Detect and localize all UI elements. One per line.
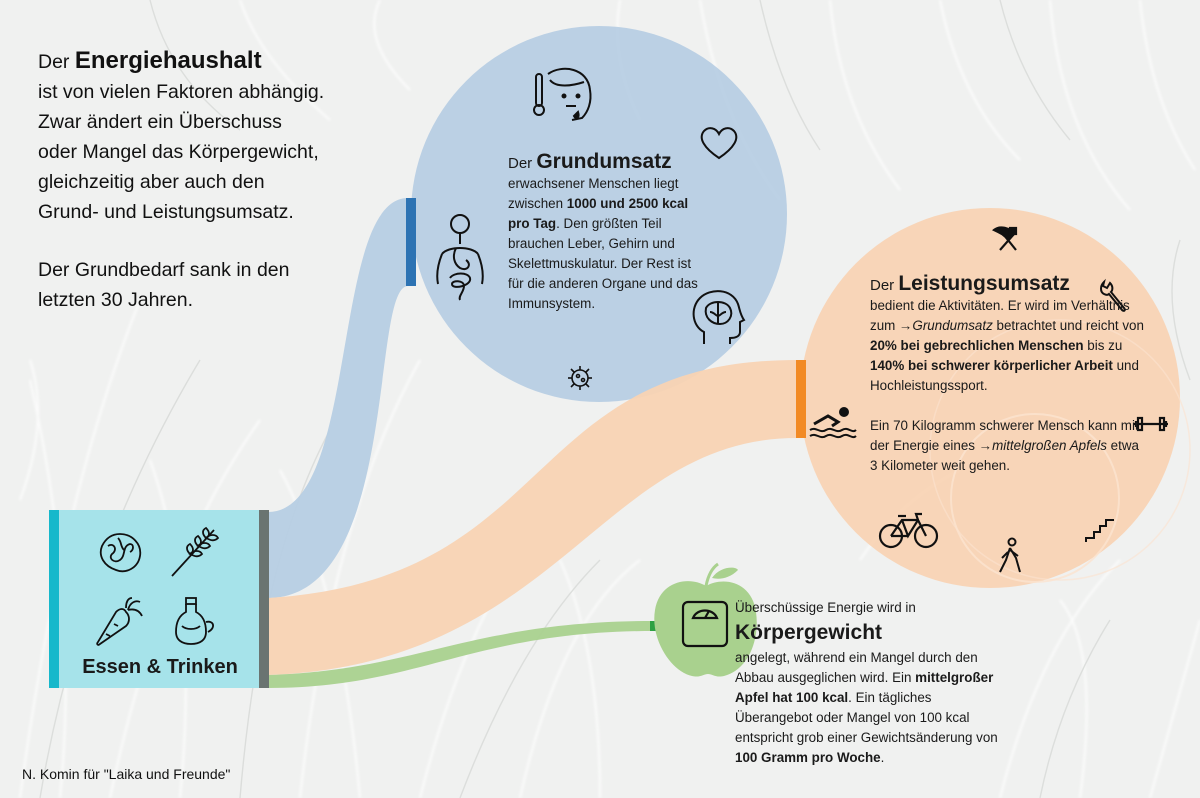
- leistungsumsatz-bar: [796, 360, 806, 438]
- koerpergewicht-text: Überschüssige Energie wird in Körpergewi…: [735, 598, 1005, 768]
- body-text: angelegt, während ein Mangel durch den A…: [735, 650, 978, 685]
- scale-icon: [681, 600, 729, 648]
- intro-line: Der Grundbedarf sank in den: [38, 259, 290, 281]
- body-bold: 1000 und 2500 kcal pro Tag: [508, 196, 689, 231]
- stairs-icon: [1085, 519, 1114, 542]
- flow-to-leistungsumsatz: [268, 360, 797, 675]
- body-text: Ein 70 Kilogramm schwerer Mensch kann mi…: [870, 418, 1139, 453]
- body-bold: 140% bei schwerer körperlicher Arbeit: [870, 358, 1113, 373]
- wheat-icon: [171, 526, 220, 577]
- leistungsumsatz-text: Der Leistungsumsatz bedient die Aktivitä…: [870, 272, 1150, 476]
- swimmer-icon: [809, 407, 857, 439]
- koerpergewicht-body: angelegt, während ein Mangel durch den A…: [735, 648, 1005, 768]
- grundumsatz-bar: [406, 198, 416, 286]
- grundumsatz-title: Grundumsatz: [536, 150, 672, 173]
- body-text: bis zu: [1083, 338, 1123, 353]
- intro-text: Der Energiehaushalt ist von vielen Fakto…: [38, 46, 378, 315]
- leistungsumsatz-heading: Der Leistungsumsatz: [870, 272, 1150, 296]
- essen-label: Essen & Trinken: [82, 656, 238, 678]
- koerpergewicht-title: Körpergewicht: [735, 621, 883, 644]
- leistungsumsatz-body-2: Ein 70 Kilogramm schwerer Mensch kann mi…: [870, 416, 1150, 476]
- essen-right-bar: [259, 510, 269, 688]
- body-text: . Ein tägliches Überangebot oder Mangel …: [735, 690, 998, 745]
- leistungsumsatz-title: Leistungsumsatz: [898, 272, 1070, 295]
- brain-head-icon: [692, 290, 746, 344]
- leistungsumsatz-circle: [800, 208, 1180, 588]
- face-thermometer-icon: [533, 67, 592, 121]
- heart-icon: [700, 127, 738, 160]
- grundumsatz-text: Der Grundumsatz erwachsener Menschen lie…: [508, 150, 703, 314]
- oil-bottle-icon: [175, 597, 214, 645]
- essen-left-bar: [49, 510, 59, 688]
- koerpergewicht-head: Überschüssige Energie wird in: [735, 600, 916, 615]
- apple-shape: [654, 562, 757, 677]
- intro-line: letzten 30 Jahren.: [38, 289, 194, 311]
- walking-person-icon: [999, 537, 1021, 573]
- wrench-icon: [1100, 278, 1126, 312]
- digestive-system-icon: [436, 214, 484, 301]
- body-text: erwachsener Menschen liegt zwischen: [508, 176, 679, 211]
- intro-line: oder Mangel das Körpergewicht,: [38, 141, 319, 163]
- grundumsatz-pre: Der: [508, 155, 537, 172]
- body-text: und Hochleistungssport.: [870, 358, 1139, 393]
- dumbbell-icon: [1134, 416, 1168, 432]
- body-bold: mittelgroßer Apfel hat 100 kcal: [735, 670, 994, 705]
- intro-line1-pre: Der: [38, 51, 75, 73]
- body-text: bedient die Aktivitäten. Er wird im Verh…: [870, 298, 1130, 333]
- link-apfel[interactable]: →mittelgroßen Apfels: [978, 438, 1107, 453]
- walnut-icon: [99, 533, 142, 573]
- intro-line: gleichzeitig aber auch den: [38, 171, 265, 193]
- background-grass-dark: [39, 0, 1191, 798]
- leistungsumsatz-body: bedient die Aktivitäten. Er wird im Verh…: [870, 296, 1150, 396]
- intro-title: Energiehaushalt: [74, 47, 262, 74]
- grundumsatz-body: erwachsener Menschen liegt zwischen 1000…: [508, 174, 703, 314]
- essen-box: [49, 510, 269, 688]
- leistungsumsatz-pre: Der: [870, 277, 899, 294]
- bicycle-icon: [878, 512, 939, 549]
- flow-to-grundumsatz: [268, 198, 408, 598]
- intro-line: Grund- und Leistungsumsatz.: [38, 201, 294, 223]
- virus-icon: [568, 366, 592, 390]
- body-bold: 100 Gramm pro Woche: [735, 750, 881, 765]
- grundumsatz-circle: [411, 26, 787, 402]
- body-text: . Den größten Teil brauchen Leber, Gehir…: [508, 216, 698, 311]
- hammer-pick-icon: [992, 226, 1018, 251]
- carrot-icon: [96, 597, 143, 646]
- link-grundumsatz[interactable]: →Grundumsatz: [899, 318, 993, 333]
- intro-line: Zwar ändert ein Überschuss: [38, 111, 282, 133]
- flow-to-koerpergewicht: [268, 621, 654, 688]
- leistungsumsatz-inner-ring-2: [929, 319, 1191, 581]
- intro-line: ist von vielen Faktoren abhängig.: [38, 81, 325, 103]
- body-text: betrachtet und reicht von: [992, 318, 1144, 333]
- credit-text: N. Komin für "Laika und Freunde": [22, 766, 231, 782]
- grundumsatz-heading: Der Grundumsatz: [508, 150, 703, 174]
- body-bold: 20% bei gebrechlichen Menschen: [870, 338, 1084, 353]
- body-text: .: [880, 750, 885, 765]
- body-text: etwa 3 Kilometer weit gehen.: [870, 438, 1139, 473]
- leistungsumsatz-inner-ring: [950, 413, 1120, 583]
